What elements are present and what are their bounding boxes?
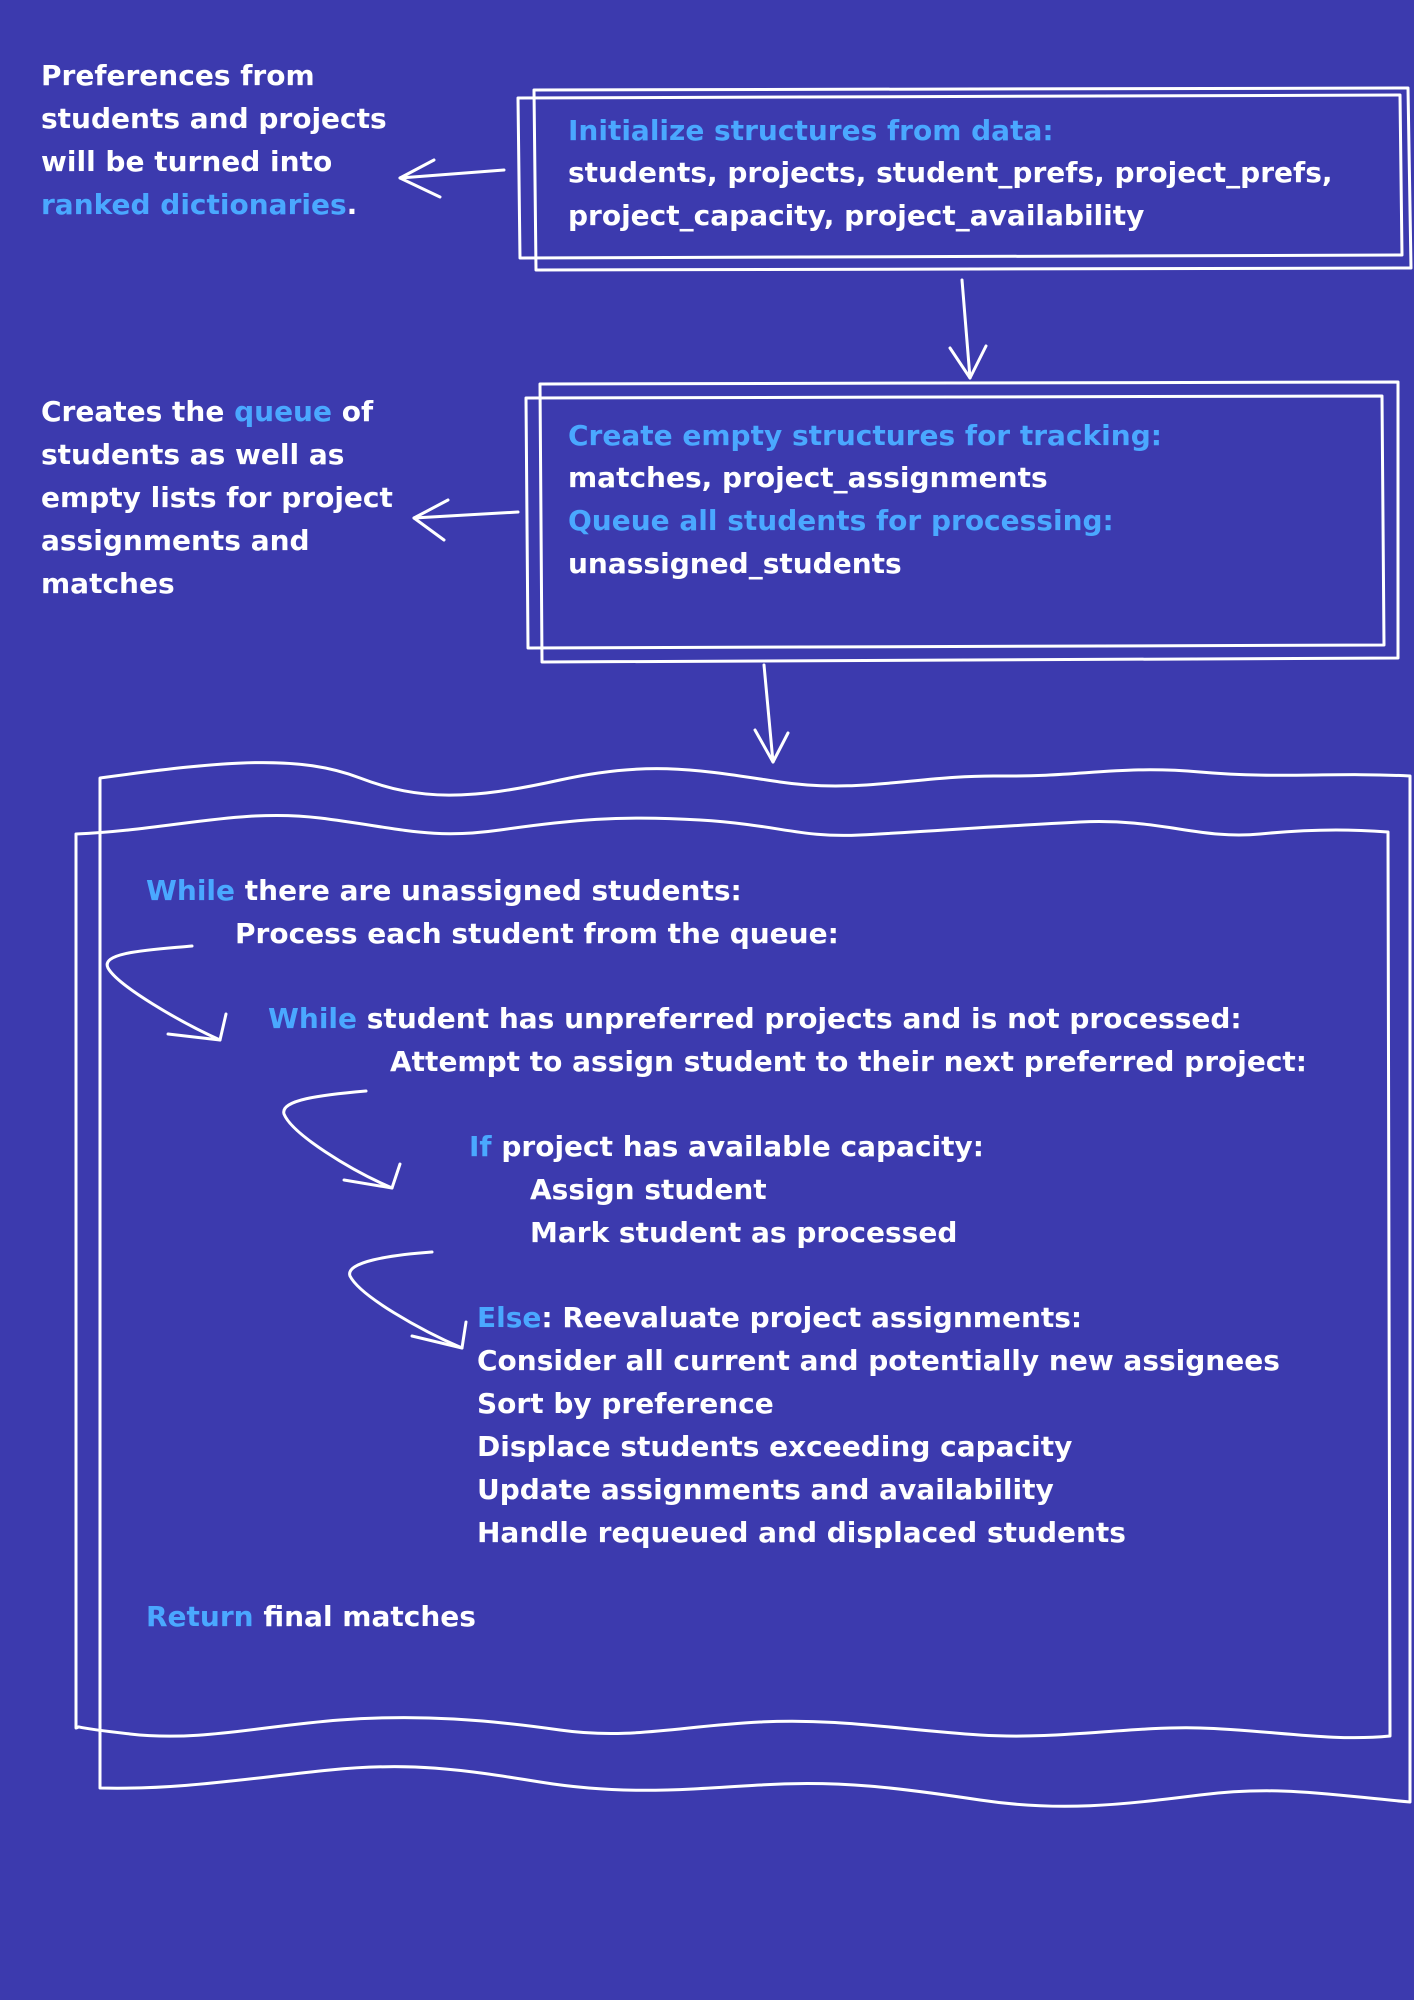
box2-heading2: Queue all students for processing: bbox=[568, 504, 1114, 537]
queue-note-post: of bbox=[331, 395, 374, 428]
arrow-box2-to-loop bbox=[753, 663, 790, 764]
queue-note-line4: assignments and bbox=[41, 524, 310, 557]
displace-line: Displace students exceeding capacity bbox=[477, 1430, 1073, 1463]
else-line: Else: Reevaluate project assignments: bbox=[477, 1296, 1082, 1339]
prefs-note: Preferences from students and projects w… bbox=[41, 54, 421, 226]
prefs-note-line2: students and projects bbox=[41, 102, 387, 135]
consider-line: Consider all current and potentially new… bbox=[477, 1344, 1280, 1377]
queue-note-line1: Creates the queue of bbox=[41, 390, 441, 433]
queue-highlight: queue bbox=[234, 395, 332, 428]
queue-note-line5: matches bbox=[41, 567, 175, 600]
handle-line: Handle requeued and displaced students bbox=[477, 1516, 1126, 1549]
while-keyword-1: While bbox=[146, 874, 236, 907]
prefs-note-line1: Preferences from bbox=[41, 59, 315, 92]
prefs-note-tail: . bbox=[346, 188, 358, 221]
loop-frame bbox=[74, 761, 1412, 1808]
while-unpreferred-line: While student has unpreferred projects a… bbox=[268, 997, 1242, 1040]
while-unassigned-line: While there are unassigned students: bbox=[146, 869, 742, 912]
ranked-dictionaries-highlight: ranked dictionaries bbox=[41, 188, 347, 221]
arrow-to-queue-note bbox=[412, 498, 520, 542]
arrow-to-prefs-note bbox=[398, 158, 506, 199]
if-keyword: If bbox=[469, 1130, 492, 1163]
if-text: project has available capacity: bbox=[491, 1130, 984, 1163]
arrow-box1-to-box2 bbox=[948, 278, 988, 380]
else-text: : Reevaluate project assignments: bbox=[541, 1301, 1083, 1334]
box2-line2: unassigned_students bbox=[568, 547, 902, 580]
queue-note: Creates the queue of students as well as… bbox=[41, 390, 441, 605]
mark-line: Mark student as processed bbox=[530, 1216, 958, 1249]
queue-note-line3: empty lists for project bbox=[41, 481, 393, 514]
box1-heading: Initialize structures from data: bbox=[568, 114, 1054, 147]
while-keyword-2: While bbox=[268, 1002, 358, 1035]
return-line: Return final matches bbox=[146, 1595, 476, 1638]
sort-line: Sort by preference bbox=[477, 1387, 774, 1420]
while-unpreferred-text: student has unpreferred projects and is … bbox=[357, 1002, 1242, 1035]
prefs-note-line3: will be turned into bbox=[41, 145, 333, 178]
prefs-note-line4: ranked dictionaries. bbox=[41, 183, 421, 226]
box1-line1: students, projects, student_prefs, proje… bbox=[568, 156, 1333, 189]
return-keyword: Return bbox=[146, 1600, 254, 1633]
assign-line: Assign student bbox=[530, 1173, 767, 1206]
curved-arrow-1 bbox=[105, 944, 228, 1042]
box2-line1: matches, project_assignments bbox=[568, 461, 1048, 494]
update-line: Update assignments and availability bbox=[477, 1473, 1054, 1506]
box2-frame bbox=[524, 380, 1400, 664]
else-keyword: Else bbox=[477, 1301, 542, 1334]
curved-arrow-3 bbox=[348, 1250, 468, 1350]
queue-note-pre: Creates the bbox=[41, 395, 235, 428]
process-line: Process each student from the queue: bbox=[235, 917, 839, 950]
box1-line2: project_capacity, project_availability bbox=[568, 199, 1145, 232]
queue-note-line2: students as well as bbox=[41, 438, 345, 471]
curved-arrow-2 bbox=[282, 1089, 402, 1190]
attempt-line: Attempt to assign student to their next … bbox=[390, 1045, 1307, 1078]
box2-heading1: Create empty structures for tracking: bbox=[568, 419, 1162, 452]
return-text: final matches bbox=[253, 1600, 476, 1633]
while-unassigned-text: there are unassigned students: bbox=[235, 874, 742, 907]
box1-frame bbox=[516, 86, 1413, 272]
if-line: If project has available capacity: bbox=[469, 1125, 984, 1168]
